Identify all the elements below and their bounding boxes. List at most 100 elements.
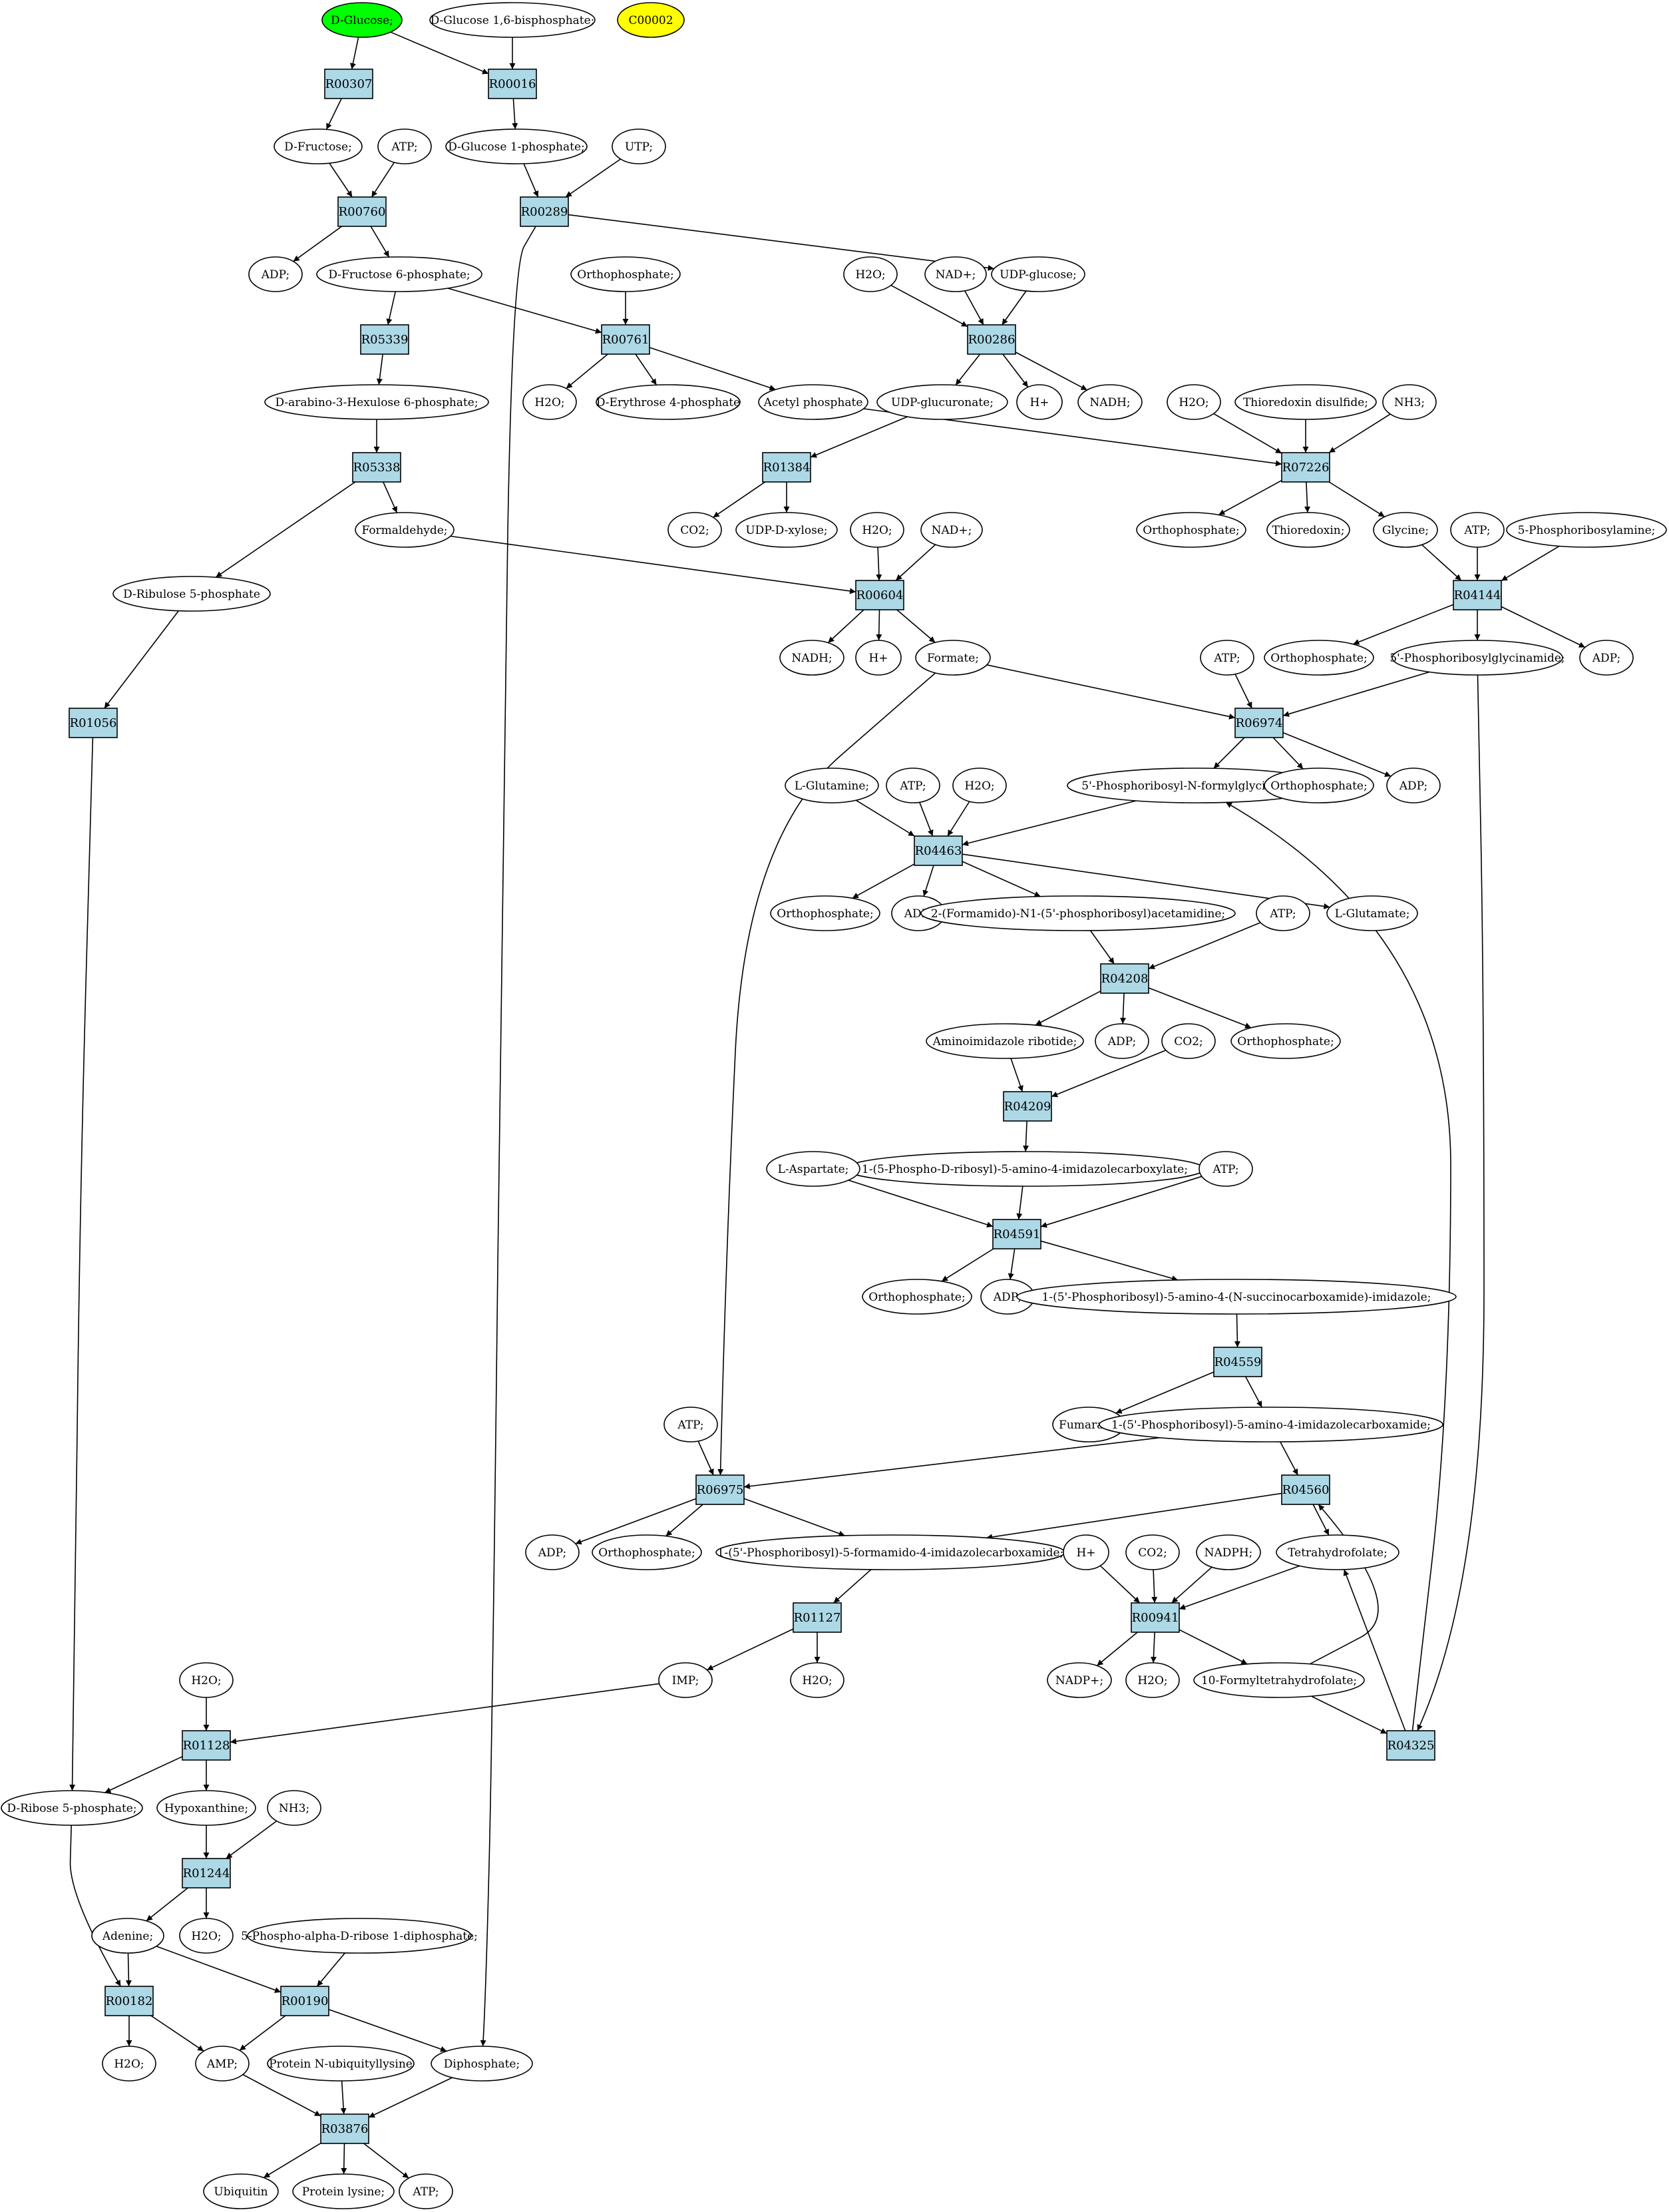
metabolite-node-l-aspartate[interactable]: L-Aspartate;	[766, 1151, 860, 1187]
reaction-node-r00604[interactable]: R00604	[855, 580, 904, 610]
metabolite-node-orthophosphate-6[interactable]: Orthophosphate;	[1230, 1023, 1341, 1059]
metabolite-node-atp-2[interactable]: ATP;	[1450, 512, 1505, 548]
metabolite-node-d-arabino-hexulose-6p[interactable]: D-arabino-3-Hexulose 6-phosphate;	[264, 384, 489, 420]
reaction-node-r05338[interactable]: R05338	[352, 452, 401, 483]
metabolite-node-nh3-1[interactable]: NH3;	[1382, 384, 1437, 420]
reaction-node-r06974[interactable]: R06974	[1234, 708, 1284, 738]
metabolite-node-adenine[interactable]: Adenine;	[91, 1918, 164, 1954]
metabolite-node-tetrahydrofolate[interactable]: Tetrahydrofolate;	[1276, 1534, 1399, 1570]
metabolite-node-aicar[interactable]: 1-(5'-Phosphoribosyl)-5-amino-4-imidazol…	[1099, 1407, 1443, 1442]
metabolite-node-acetyl-phosphate[interactable]: Acetyl phosphate	[758, 384, 868, 420]
reaction-node-r04144[interactable]: R04144	[1453, 580, 1502, 610]
metabolite-node-thioredoxin-disulfide[interactable]: Thioredoxin disulfide;	[1234, 384, 1377, 420]
metabolite-node-thioredoxin[interactable]: Thioredoxin;	[1266, 512, 1350, 548]
metabolite-node-c00002[interactable]: C00002	[617, 2, 685, 38]
reaction-node-r06975[interactable]: R06975	[695, 1474, 745, 1505]
metabolite-node-h-plus-2[interactable]: H+	[855, 640, 902, 676]
reaction-node-r01127[interactable]: R01127	[793, 1602, 842, 1633]
reaction-node-r04591[interactable]: R04591	[992, 1219, 1041, 1249]
reaction-node-r03876[interactable]: R03876	[320, 2113, 369, 2144]
reaction-node-r01384[interactable]: R01384	[762, 452, 811, 483]
metabolite-node-adp-1[interactable]: ADP;	[248, 256, 303, 292]
metabolite-node-orthophosphate-3[interactable]: Orthophosphate;	[1264, 640, 1374, 676]
metabolite-node-atp-7[interactable]: ATP;	[663, 1407, 718, 1442]
metabolite-node-glycine[interactable]: Glycine;	[1373, 512, 1438, 548]
reaction-node-r04208[interactable]: R04208	[1100, 963, 1149, 994]
reaction-node-r00182[interactable]: R00182	[104, 1986, 154, 2016]
metabolite-node-saicar[interactable]: 1-(5'-Phosphoribosyl)-5-amino-4-(N-succi…	[1016, 1279, 1457, 1315]
metabolite-node-5-phosphoribosylamine[interactable]: 5-Phosphoribosylamine;	[1506, 512, 1667, 548]
reaction-node-r04463[interactable]: R04463	[914, 835, 963, 866]
metabolite-node-d-glucose-16bp[interactable]: D-Glucose 1,6-bisphosphate;	[429, 2, 596, 38]
metabolite-node-udp-glucose[interactable]: UDP-glucose;	[991, 256, 1085, 292]
reaction-node-r07226[interactable]: R07226	[1281, 452, 1330, 483]
metabolite-node-5p-ribosyl-n-formylglycinamide[interactable]: 5'-Phosphoribosyl-N-formylglycinamide;	[1067, 768, 1326, 803]
metabolite-node-atp-8[interactable]: ATP;	[399, 2173, 453, 2209]
reaction-node-r00307[interactable]: R00307	[324, 69, 373, 99]
metabolite-node-nadph[interactable]: NADPH;	[1196, 1534, 1261, 1570]
reaction-node-r00760[interactable]: R00760	[337, 196, 387, 227]
metabolite-node-orthophosphate-4[interactable]: Orthophosphate;	[1264, 768, 1374, 803]
metabolite-node-nh3-2[interactable]: NH3;	[267, 1790, 321, 1826]
reaction-node-r01056[interactable]: R01056	[69, 708, 118, 738]
metabolite-node-formaldehyde[interactable]: Formaldehyde;	[355, 512, 455, 548]
metabolite-node-ubiquitin[interactable]: Ubiquitin	[203, 2173, 279, 2209]
metabolite-node-atp-1[interactable]: ATP;	[377, 128, 432, 164]
reaction-node-r04325[interactable]: R04325	[1386, 1730, 1435, 1761]
metabolite-node-nad-1[interactable]: NAD+;	[924, 256, 987, 292]
metabolite-node-h-plus-3[interactable]: H+	[1063, 1534, 1109, 1570]
metabolite-node-co2-2[interactable]: CO2;	[1161, 1023, 1216, 1059]
reaction-node-r04559[interactable]: R04559	[1213, 1347, 1262, 1377]
metabolite-node-atp-3[interactable]: ATP;	[1200, 640, 1254, 676]
metabolite-node-h2o-8[interactable]: H2O;	[179, 1662, 234, 1698]
metabolite-node-co2-3[interactable]: CO2;	[1125, 1534, 1180, 1570]
metabolite-node-h2o-6[interactable]: H2O;	[790, 1662, 844, 1698]
reaction-node-r00761[interactable]: R00761	[601, 324, 650, 355]
reaction-node-r04560[interactable]: R04560	[1281, 1474, 1330, 1505]
metabolite-node-h2o-2[interactable]: H2O;	[522, 384, 577, 420]
metabolite-node-faicar[interactable]: 1-(5'-Phosphoribosyl)-5-formamido-4-imid…	[715, 1534, 1065, 1570]
metabolite-node-orthophosphate-2[interactable]: Orthophosphate;	[1136, 512, 1246, 548]
metabolite-node-d-ribose-5p[interactable]: D-Ribose 5-phosphate;	[1, 1790, 143, 1826]
metabolite-node-atp-6[interactable]: ATP;	[1199, 1151, 1253, 1187]
reaction-node-r00190[interactable]: R00190	[280, 1986, 329, 2016]
metabolite-node-10-formyl-thf[interactable]: 10-Formyltetrahydrofolate;	[1193, 1662, 1365, 1698]
reaction-node-r00286[interactable]: R00286	[967, 324, 1016, 355]
metabolite-node-d-ribulose-5p[interactable]: D-Ribulose 5-phosphate	[112, 576, 271, 612]
metabolite-node-h2o-3[interactable]: H2O;	[1167, 384, 1221, 420]
metabolite-node-5p-ribosylglycinamide[interactable]: 5'-Phosphoribosylglycinamide;	[1390, 640, 1565, 676]
reaction-node-r00941[interactable]: R00941	[1131, 1602, 1180, 1633]
metabolite-node-nadh-2[interactable]: NADH;	[779, 640, 844, 676]
metabolite-node-h-plus-1[interactable]: H+	[1016, 384, 1063, 420]
metabolite-node-d-erythrose-4p[interactable]: D-Erythrose 4-phosphate	[596, 384, 741, 420]
metabolite-node-orthophosphate-1[interactable]: Orthophosphate;	[570, 256, 681, 292]
metabolite-node-h2o-5[interactable]: H2O;	[952, 768, 1007, 803]
metabolite-node-orthophosphate-7[interactable]: Orthophosphate;	[862, 1279, 972, 1315]
metabolite-node-adp-2[interactable]: ADP;	[1579, 640, 1634, 676]
metabolite-node-h2o-4[interactable]: H2O;	[850, 512, 904, 548]
metabolite-node-nadp[interactable]: NADP+;	[1047, 1662, 1112, 1698]
metabolite-node-h2o-7[interactable]: H2O;	[1125, 1662, 1180, 1698]
metabolite-node-d-glucose[interactable]: D-Glucose;	[321, 2, 403, 38]
metabolite-node-l-glutamine[interactable]: L-Glutamine;	[785, 768, 879, 803]
metabolite-node-adp-7[interactable]: ADP;	[525, 1534, 580, 1570]
metabolite-node-hypoxanthine[interactable]: Hypoxanthine;	[156, 1790, 256, 1826]
metabolite-node-d-fructose-6p[interactable]: D-Fructose 6-phosphate;	[316, 256, 482, 292]
metabolite-node-protein-n-ubiquityllysine[interactable]: Protein N-ubiquityllysine	[267, 2046, 415, 2082]
metabolite-node-atp-5[interactable]: ATP;	[1256, 895, 1310, 931]
metabolite-node-udp-d-xylose[interactable]: UDP-D-xylose;	[735, 512, 838, 548]
metabolite-node-imp[interactable]: IMP;	[658, 1662, 713, 1698]
metabolite-node-aminoimidazole-ribotide[interactable]: Aminoimidazole ribotide;	[926, 1023, 1084, 1059]
metabolite-node-fumarate[interactable]: Fumarate;	[1052, 1407, 1125, 1442]
metabolite-node-l-glutamate[interactable]: L-Glutamate;	[1326, 895, 1418, 931]
reaction-node-r00016[interactable]: R00016	[488, 69, 537, 99]
metabolite-node-amp[interactable]: AMP;	[195, 2046, 250, 2082]
metabolite-node-udp-glucuronate[interactable]: UDP-glucuronate;	[876, 384, 1008, 420]
reaction-node-r00289[interactable]: R00289	[520, 196, 569, 227]
metabolite-node-h2o-10[interactable]: H2O;	[102, 2046, 156, 2082]
reaction-node-r05339[interactable]: R05339	[360, 324, 409, 355]
metabolite-node-d-glucose-1p[interactable]: D-Glucose 1-phosphate;	[445, 128, 588, 164]
metabolite-node-formamido-acetamidine[interactable]: 2-(Formamido)-N1-(5'-phosphoribosyl)acet…	[920, 895, 1236, 931]
metabolite-node-adp-5[interactable]: ADP;	[1095, 1023, 1149, 1059]
metabolite-node-orthophosphate-5[interactable]: Orthophosphate;	[770, 895, 880, 931]
